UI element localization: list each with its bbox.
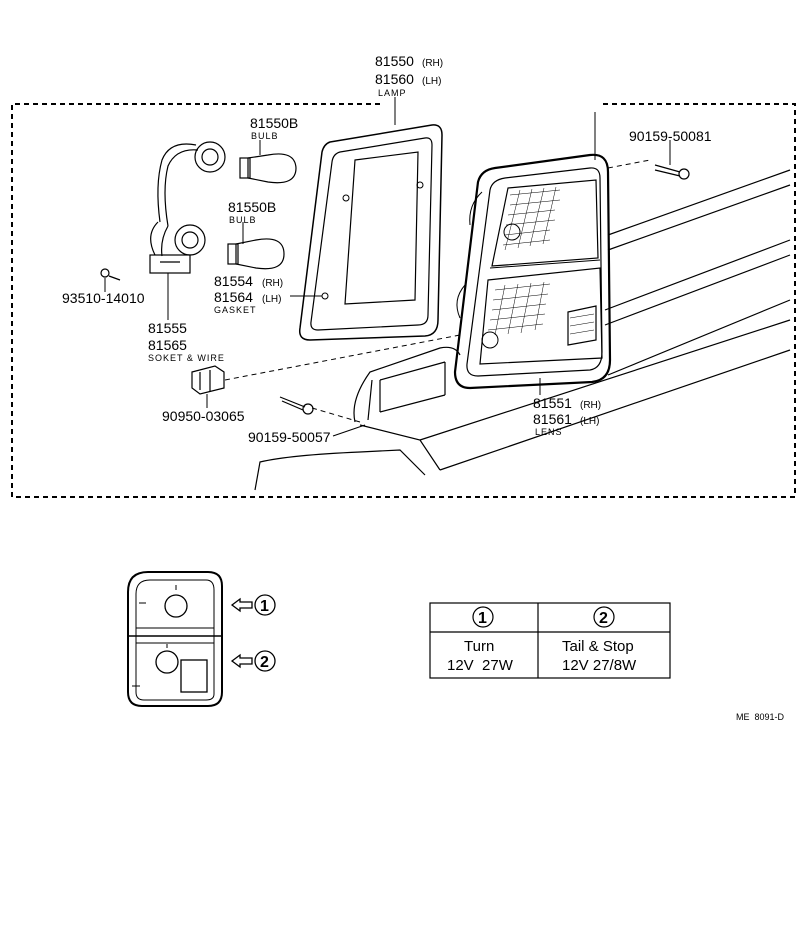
lamp-lh-label: 81560 [375,71,414,87]
lens-lh-suffix: (LH) [580,416,599,427]
lamp-rh-label: 81550 [375,53,414,69]
bulb-upper [239,153,297,184]
table-cell-rating-2: 12V 27/8W [562,657,637,674]
assembly-boundary [11,103,796,498]
spec-table [429,602,671,679]
screw-top-label: 90159-50081 [629,128,712,144]
lens-hatching [487,186,595,336]
gasket [298,124,443,341]
socket1-label: 81555 [148,320,187,336]
screw-bottom-label: 90159-50057 [248,429,331,445]
lamp-name: LAMP [378,88,407,98]
table-cell-type-1: Turn [464,638,494,655]
clip [191,365,225,395]
gasket-rh-suffix: (RH) [262,278,283,289]
gasket-name: GASKET [214,305,257,315]
gasket-lh-label: 81564 [214,289,253,305]
screw-top [654,164,690,180]
screw-small-label: 93510-14010 [62,290,145,306]
alignment-lines [224,159,651,423]
callout-arrow-2 [230,650,276,672]
clip-label: 90950-03065 [162,408,245,424]
callout-1: 1 [260,598,269,615]
table-header-2: 2 [599,610,608,627]
vehicle-body [254,169,791,491]
callout-arrow-1 [230,594,276,616]
gasket-lh-suffix: (LH) [262,294,281,305]
callout-2: 2 [260,654,269,671]
lens-lh-label: 81561 [533,411,572,427]
gasket-rh-label: 81554 [214,273,253,289]
table-cell-type-2: Tail & Stop [562,638,634,655]
lens-rh-label: 81551 [533,395,572,411]
bulb2-label: 81550B [228,199,276,215]
bulb-lower [227,238,285,270]
lamp-lh-suffix: (LH) [422,76,441,87]
screw-small [100,268,121,281]
table-header-1: 1 [478,610,487,627]
table-cell-rating-1: 12V 27W [447,657,514,674]
lens-rh-suffix: (RH) [580,400,601,411]
socket-name: SOKET & WIRE [148,353,225,363]
bulb2-name: BULB [229,215,257,225]
bulb1-name: BULB [251,131,279,141]
lamp-rh-suffix: (RH) [422,58,443,69]
screw-bottom [279,396,314,415]
leader-lines [104,112,671,437]
lamp-housing [453,153,612,390]
lens-front-view [127,571,223,707]
socket-wire [149,141,226,274]
document-code: ME 8091-D [736,712,785,722]
lens-name: LENS [535,427,563,437]
socket2-label: 81565 [148,337,187,353]
bulb1-label: 81550B [250,115,298,131]
